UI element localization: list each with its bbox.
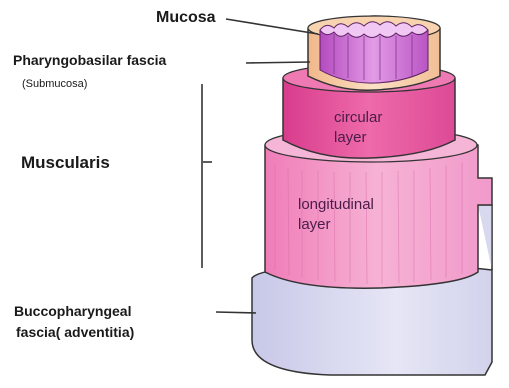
muscularis-label: Muscularis <box>21 153 110 173</box>
circular-layer-label-line1: circular <box>334 109 382 127</box>
buccopharyngeal-label-line1: Buccopharyngeal <box>14 303 131 319</box>
circular-layer-label-line2: layer <box>334 129 367 147</box>
longitudinal-layer-label-line2: layer <box>298 216 331 234</box>
pharyngobasilar-fascia-label: Pharyngobasilar fascia <box>13 52 166 68</box>
longitudinal-layer-label-line1: longitudinal <box>298 196 374 214</box>
mucosa-layer <box>320 22 428 83</box>
buccopharyngeal-leader-line <box>216 312 256 313</box>
mucosa-leader-line <box>226 19 318 34</box>
pharyngobasilar-leader-line <box>246 62 310 63</box>
mucosa-label: Mucosa <box>156 9 216 27</box>
submucosa-label: (Submucosa) <box>22 78 87 90</box>
buccopharyngeal-label-line2: fascia( adventitia) <box>16 324 134 340</box>
